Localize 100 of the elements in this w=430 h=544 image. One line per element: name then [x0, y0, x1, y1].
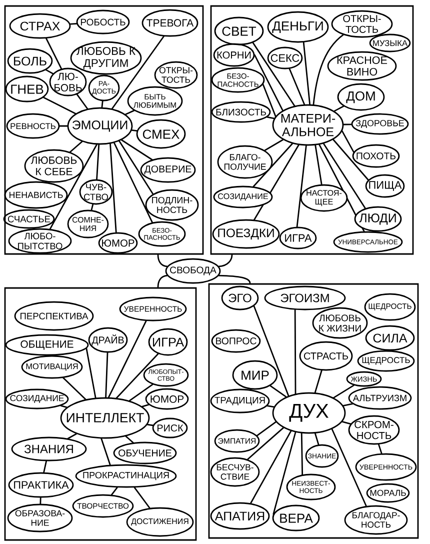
concept-oval: ВЕРА: [272, 504, 320, 532]
concept-oval: МОТИВАЦИЯ: [21, 355, 83, 379]
concept-oval: БОЛЬ: [7, 48, 53, 74]
concept-oval: РИСК: [152, 418, 188, 438]
concept-oval: СВОБОДА: [165, 258, 221, 284]
concept-oval: ОТКРЫ- ТОСТЬ: [154, 61, 198, 89]
concept-oval: ЛЮБОВЬ К СЕБЕ: [24, 149, 84, 183]
concept-oval: ЛЮДИ: [354, 206, 402, 232]
connector-line: [100, 438, 111, 466]
connector-line: [250, 430, 292, 504]
concept-oval: ДОМ: [337, 83, 385, 111]
concept-oval: СОЗИДАНИЕ: [5, 388, 69, 410]
concept-oval: ИГРА: [279, 226, 317, 250]
concept-oval: МИР: [232, 360, 278, 390]
concept-oval: ЮМОР: [145, 388, 189, 410]
concept-oval: ОТКРЫ- ТОСТЬ: [331, 10, 393, 38]
concept-oval: ЮМОР: [98, 232, 138, 254]
connector-line: [134, 486, 150, 509]
connector-line: [108, 320, 147, 398]
concept-oval: ЭМОЦИИ: [67, 107, 133, 145]
connector-line: [218, 254, 233, 268]
concept-oval: ПОЕЗДКИ: [212, 219, 280, 249]
connector-line: [254, 144, 300, 220]
connector-line: [59, 125, 68, 127]
concept-oval: АПАТИЯ: [210, 502, 270, 530]
connector-line: [218, 274, 251, 284]
connector-line: [331, 428, 367, 507]
concept-oval: СТРАСТЬ: [299, 341, 353, 371]
connector-line: [341, 130, 354, 153]
concept-oval: ОБЩЕНИЕ: [5, 334, 89, 356]
concept-oval: ГНЕВ: [5, 76, 49, 102]
connector-line: [45, 69, 54, 74]
connector-line: [378, 444, 382, 454]
connector-line: [67, 433, 78, 440]
concept-oval: МОРАЛЬ: [366, 483, 410, 503]
connector-line: [42, 96, 76, 114]
concept-oval: СИЛА: [365, 325, 415, 351]
concept-oval: ОБРАЗОВА- НИЕ: [7, 504, 73, 532]
connector-line: [252, 142, 294, 188]
connector-line: [322, 142, 366, 209]
connector-line: [90, 204, 94, 211]
concept-oval: СОЗИДАНИЕ: [213, 186, 273, 208]
concept-oval: ПОХОТЬ: [352, 144, 400, 168]
connector-line: [288, 68, 306, 106]
concept-oval: БЛАГОДАР- НОСТЬ: [344, 505, 408, 535]
connector-line: [312, 34, 344, 106]
connector-line: [124, 110, 135, 116]
concept-oval: ЛЮ- БОВЬ: [49, 68, 87, 96]
connector-line: [332, 138, 369, 181]
connector-line: [118, 140, 154, 195]
panel-frame: [4, 5, 204, 255]
concept-oval: НАСТОЯ- ЩЕЕ: [300, 184, 348, 212]
connector-line: [110, 143, 117, 234]
connector-line: [342, 421, 352, 425]
concept-oval: ДОСТИЖЕНИЯ: [126, 507, 194, 537]
connector-line: [110, 486, 118, 496]
concept-oval: МУЗЫКА: [369, 34, 411, 52]
connector-line: [43, 460, 47, 474]
connector-line: [302, 42, 310, 106]
connector-line: [49, 144, 98, 230]
concept-oval: ПЕРСПЕКТИВА: [14, 301, 94, 331]
concept-oval: СЕКС: [267, 46, 303, 70]
connector-line: [342, 403, 354, 406]
concept-oval: ЗДОРОВЬЕ: [351, 113, 409, 135]
connector-line: [262, 84, 276, 118]
concept-oval: ДУХ: [272, 392, 346, 434]
connector-line: [131, 129, 138, 132]
connector-line: [105, 352, 108, 398]
connector-line: [333, 384, 354, 398]
concept-oval: СМЕХ: [136, 119, 186, 149]
connector-line: [314, 370, 322, 394]
connector-line: [246, 427, 284, 460]
connector-line: [254, 54, 284, 112]
concept-oval: ДРАЙВ: [88, 327, 128, 353]
concept-oval: ПРАКТИКА: [8, 472, 74, 498]
concept-oval: ЩЕДРОСТЬ: [357, 350, 415, 372]
concept-oval: ЗНАНИЯ: [11, 436, 87, 462]
concept-oval: ЭГОИЗМ: [264, 286, 346, 310]
connector-line: [266, 405, 275, 408]
connector-line: [62, 377, 86, 400]
concept-oval: ЛЮБОВЬ К ЖИЗНИ: [312, 307, 368, 339]
connector-line: [334, 106, 344, 112]
connector-line: [252, 42, 296, 107]
concept-oval: ДЕНЬГИ: [267, 11, 329, 43]
concept-oval: ПРОКРАСТИНАЦИЯ: [75, 464, 177, 488]
connector-line: [270, 385, 287, 398]
panel-frame: [210, 5, 414, 255]
concept-oval: СЧАСТЬЕ: [3, 209, 55, 229]
connector-line: [300, 432, 304, 476]
concept-oval: ПОДЛИН- НОСТЬ: [145, 189, 199, 221]
connector-line: [128, 384, 154, 402]
concept-oval: ИГРА: [148, 328, 188, 356]
connector-line: [296, 144, 307, 228]
connector-line: [96, 144, 100, 180]
connector-line: [266, 116, 275, 120]
connector-line: [125, 436, 134, 444]
concept-oval: КРАСНОЕ ВИНО: [327, 51, 397, 81]
connector-line: [272, 432, 296, 515]
connector-line: [76, 94, 88, 110]
connector-line: [111, 36, 164, 110]
